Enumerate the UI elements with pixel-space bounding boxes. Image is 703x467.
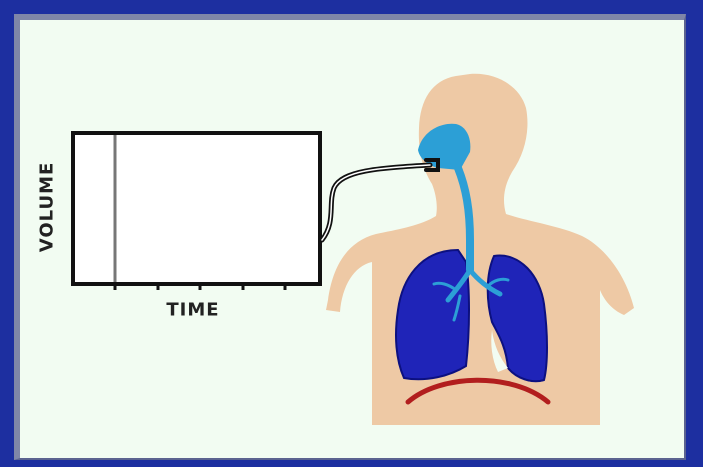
x-axis-label: TIME	[166, 300, 219, 321]
y-axis-label: VOLUME	[37, 162, 58, 253]
recorder-box	[73, 133, 320, 284]
human-figure	[326, 74, 634, 425]
spirometer-recorder	[73, 133, 320, 290]
torso-body	[326, 74, 634, 425]
